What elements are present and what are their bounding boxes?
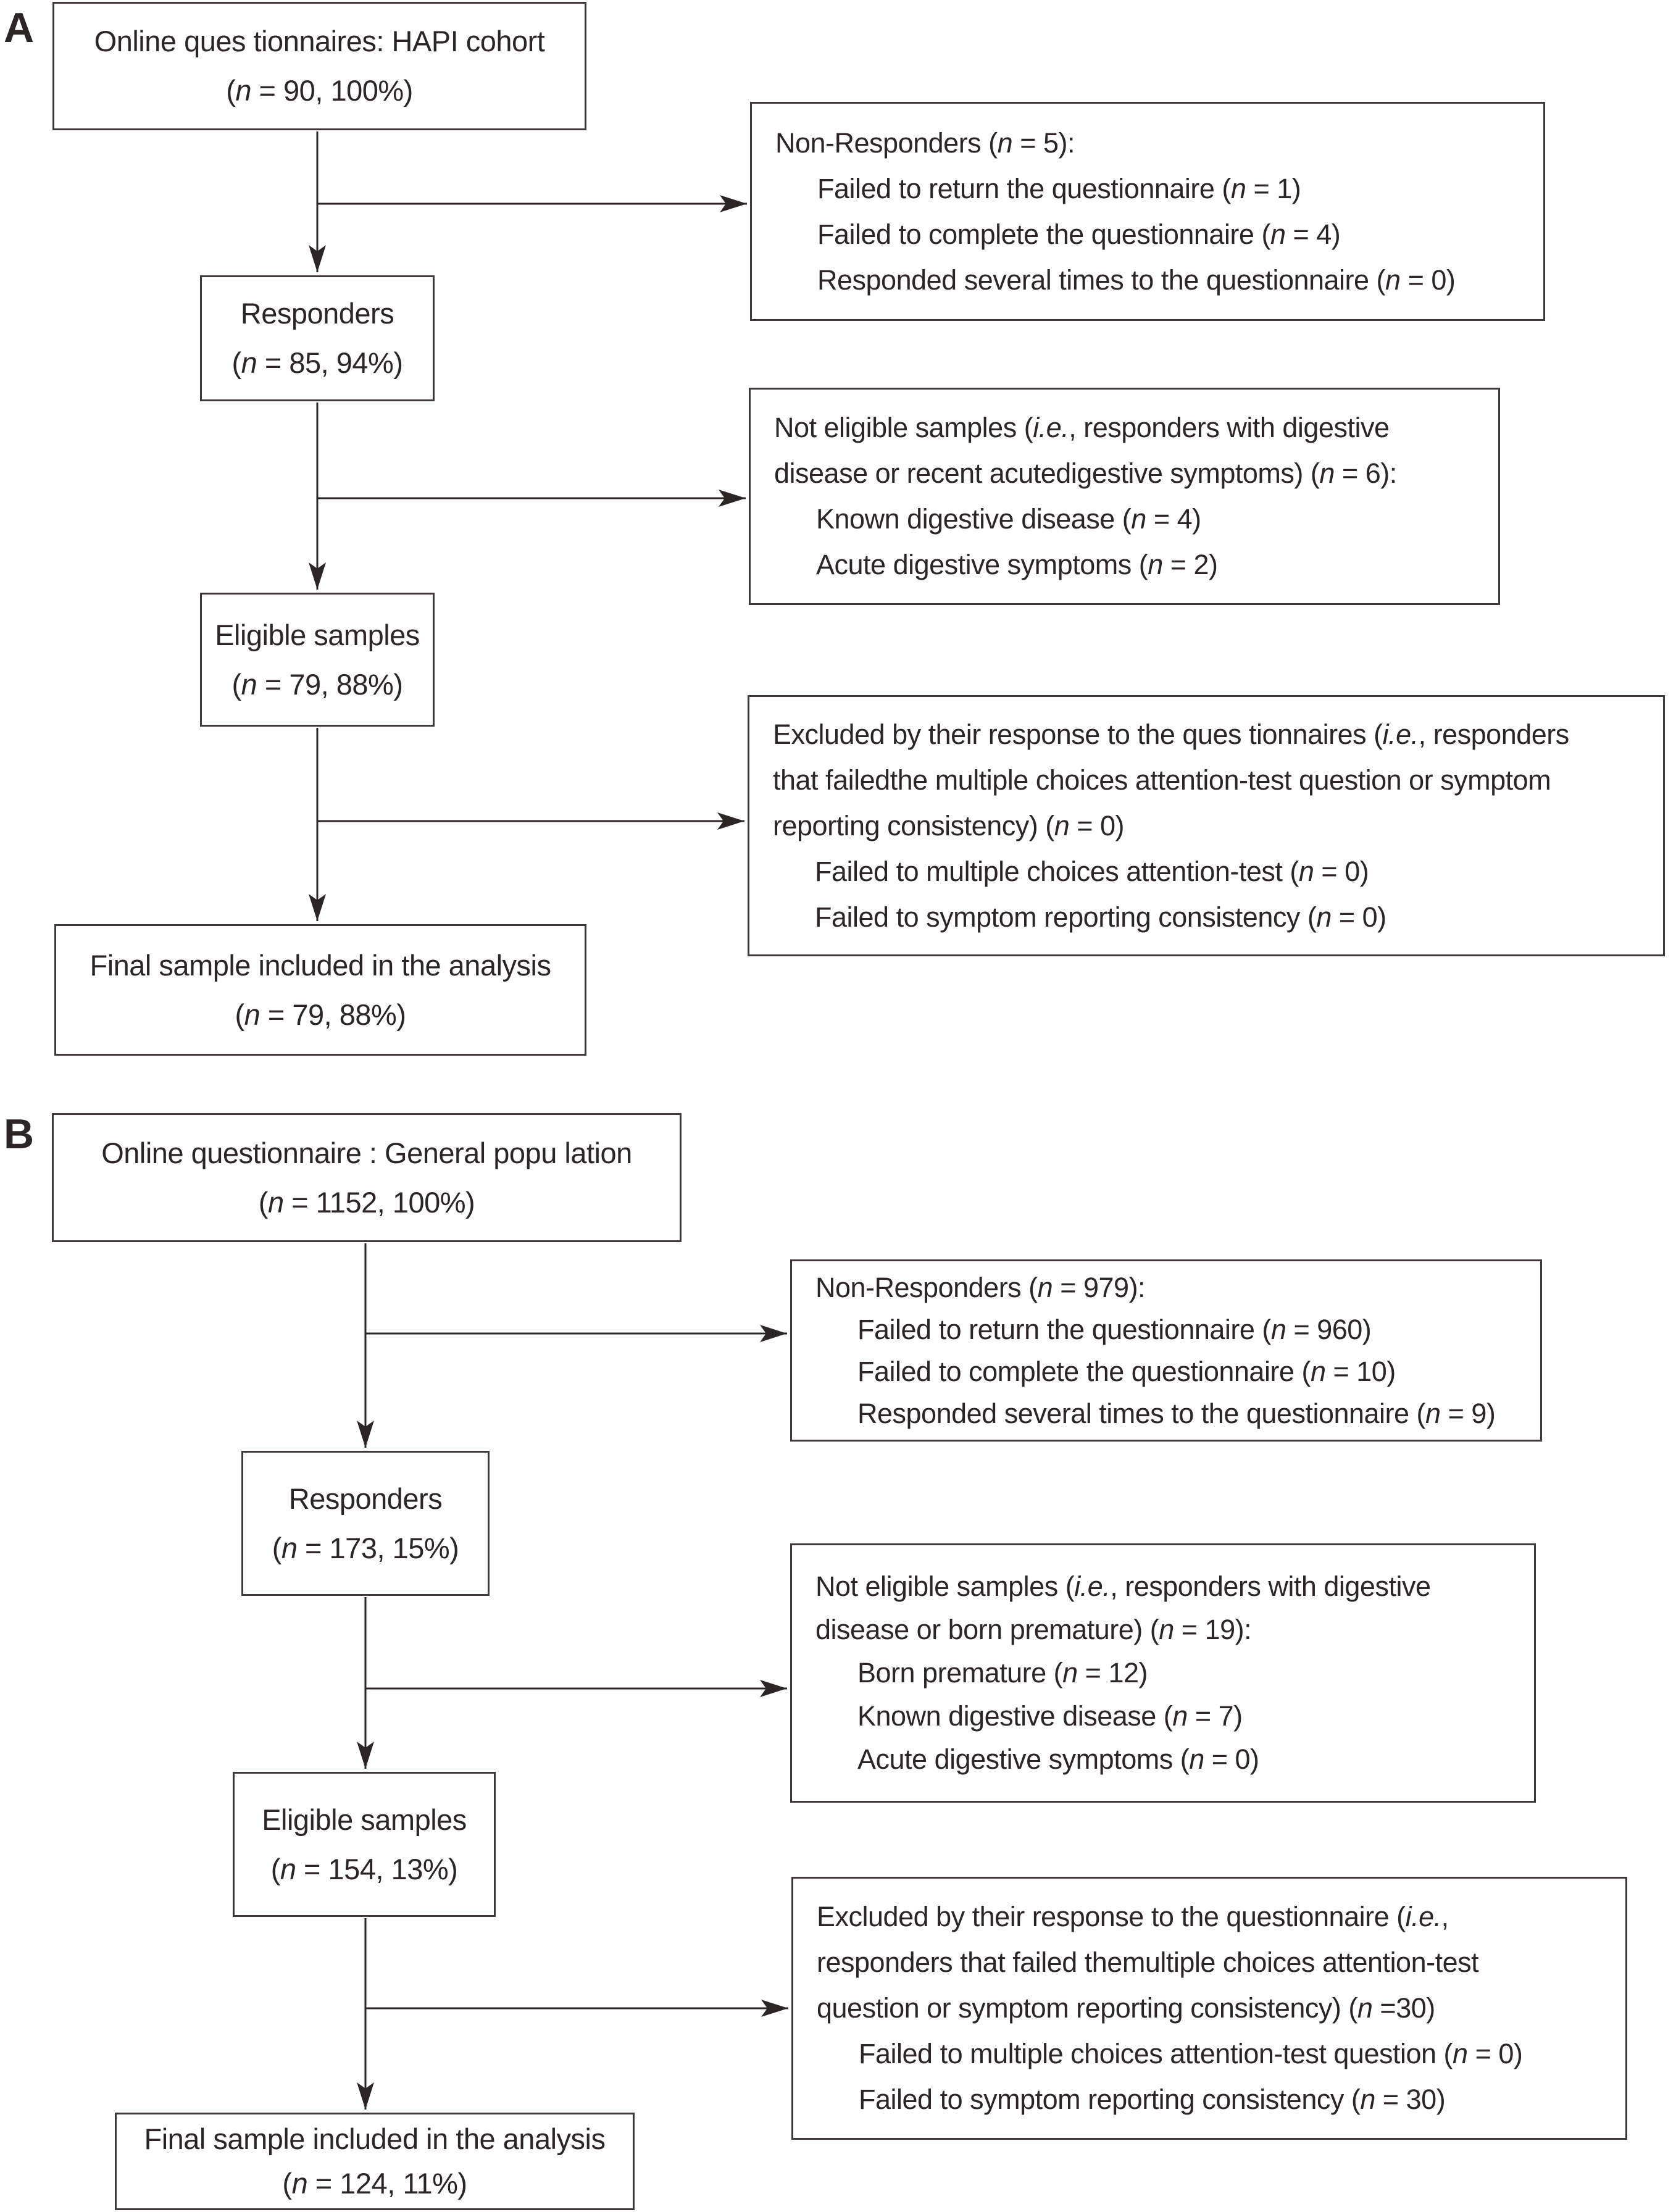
- box-a-eligible-samples: Eligible samples(n = 79, 88%): [200, 593, 435, 727]
- box-a-not-eligible-samples: Not eligible samples (i.e., responders w…: [749, 388, 1500, 605]
- box-b-non-responders: Non-Responders (n = 979):Failed to retur…: [790, 1259, 1542, 1442]
- box-b-excluded-by-response: Excluded by their response to the questi…: [791, 1877, 1627, 2140]
- box-b-final-sample: Final sample included in the analysis(n …: [115, 2113, 635, 2210]
- box-a-final-sample: Final sample included in the analysis(n …: [54, 924, 586, 1056]
- box-a-online-questionnaires-hapi-cohort: Online ques tionnaires: HAPI cohort(n = …: [52, 2, 586, 130]
- box-b-online-questionnaire-general-population: Online questionnaire : General popu lati…: [52, 1113, 682, 1242]
- panel-b-label: B: [4, 1111, 34, 1158]
- box-b-eligible-samples: Eligible samples(n = 154, 13%): [233, 1772, 496, 1917]
- box-b-responders: Responders(n = 173, 15%): [241, 1451, 490, 1596]
- box-a-non-responders: Non-Responders (n = 5):Failed to return …: [750, 102, 1545, 321]
- box-a-excluded-by-response: Excluded by their response to the ques t…: [748, 695, 1665, 956]
- box-b-not-eligible-samples: Not eligible samples (i.e., responders w…: [790, 1543, 1536, 1803]
- box-a-responders: Responders(n = 85, 94%): [200, 275, 435, 401]
- panel-a-label: A: [4, 4, 34, 51]
